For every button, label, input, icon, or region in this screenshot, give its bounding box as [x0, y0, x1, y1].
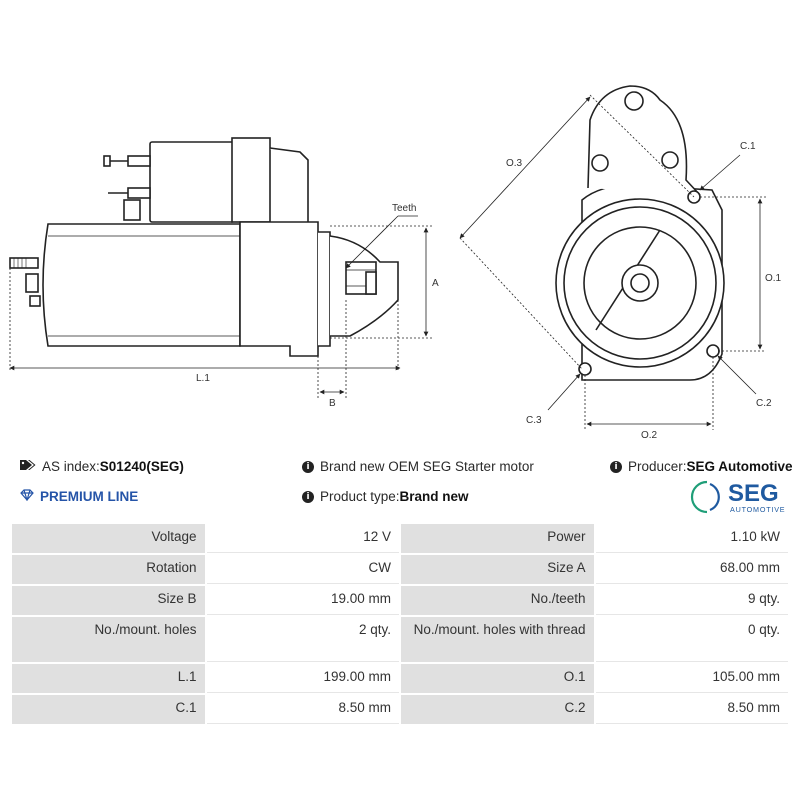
spec-name: Rotation — [12, 555, 205, 584]
seg-logo-sub: AUTOMOTIVE — [730, 505, 785, 514]
label-b: B — [329, 398, 336, 409]
spec-value: 9 qty. — [595, 586, 788, 615]
diamond-icon — [20, 489, 34, 504]
spec-name: Power — [401, 524, 594, 553]
label-o3: O.3 — [506, 158, 523, 169]
product-type: i Product type: Brand new — [302, 489, 469, 504]
as-index-label: AS index: — [42, 459, 100, 474]
side-view — [9, 137, 399, 357]
seg-logo: SEG AUTOMOTIVE — [690, 480, 785, 514]
spec-name: C.2 — [401, 695, 594, 724]
producer-label: Producer: — [628, 459, 687, 474]
spec-name: Size B — [12, 586, 205, 615]
technical-drawing: Teeth A L.1 B O.3 C.1 O.1 C.2 C.3 — [9, 85, 782, 441]
spec-value: 2 qty. — [206, 617, 399, 662]
spec-value: 199.00 mm — [206, 664, 399, 693]
info-icon: i — [302, 490, 314, 503]
spec-name: L.1 — [12, 664, 205, 693]
spec-value: 8.50 mm — [206, 695, 399, 724]
label-c3: C.3 — [526, 415, 542, 426]
product-type-value: Brand new — [399, 489, 469, 504]
seg-logo-name: SEG — [728, 480, 779, 507]
info-icon: i — [302, 460, 314, 473]
end-view — [555, 85, 725, 381]
spec-name: No./teeth — [401, 586, 594, 615]
spec-value: 1.10 kW — [595, 524, 788, 553]
spec-name: Voltage — [12, 524, 205, 553]
as-index-value: S01240(SEG) — [99, 459, 184, 474]
info-icon: i — [610, 460, 622, 473]
spec-value: CW — [206, 555, 399, 584]
spec-value: 105.00 mm — [595, 664, 788, 693]
spec-value: 8.50 mm — [595, 695, 788, 724]
premium-line-label: PREMIUM LINE — [40, 489, 139, 504]
label-o2: O.2 — [641, 430, 658, 441]
tags-icon — [20, 459, 36, 474]
label-c1: C.1 — [740, 141, 756, 152]
spec-name: C.1 — [12, 695, 205, 724]
spec-name: Size A — [401, 555, 594, 584]
premium-line[interactable]: PREMIUM LINE — [20, 489, 138, 504]
producer: i Producer: SEG Automotive — [610, 459, 793, 474]
spec-value: 68.00 mm — [595, 555, 788, 584]
label-teeth: Teeth — [392, 203, 416, 214]
spec-name: No./mount. holes with thread — [401, 617, 594, 662]
producer-value: SEG Automotive — [686, 459, 793, 474]
label-a: A — [432, 278, 439, 289]
as-index: AS index: S01240(SEG) — [20, 459, 184, 474]
label-l1: L.1 — [196, 373, 210, 384]
spec-value: 12 V — [206, 524, 399, 553]
side-view-dimensions — [9, 215, 432, 398]
spec-value: 19.00 mm — [206, 586, 399, 615]
product-type-label: Product type: — [320, 489, 400, 504]
description: i Brand new OEM SEG Starter motor — [302, 459, 534, 474]
label-o1: O.1 — [765, 273, 782, 284]
spec-name: No./mount. holes — [12, 617, 205, 662]
spec-value: 0 qty. — [595, 617, 788, 662]
description-text: Brand new OEM SEG Starter motor — [320, 459, 534, 474]
end-view-dimensions — [459, 94, 766, 430]
spec-name: O.1 — [401, 664, 594, 693]
label-c2: C.2 — [756, 398, 772, 409]
